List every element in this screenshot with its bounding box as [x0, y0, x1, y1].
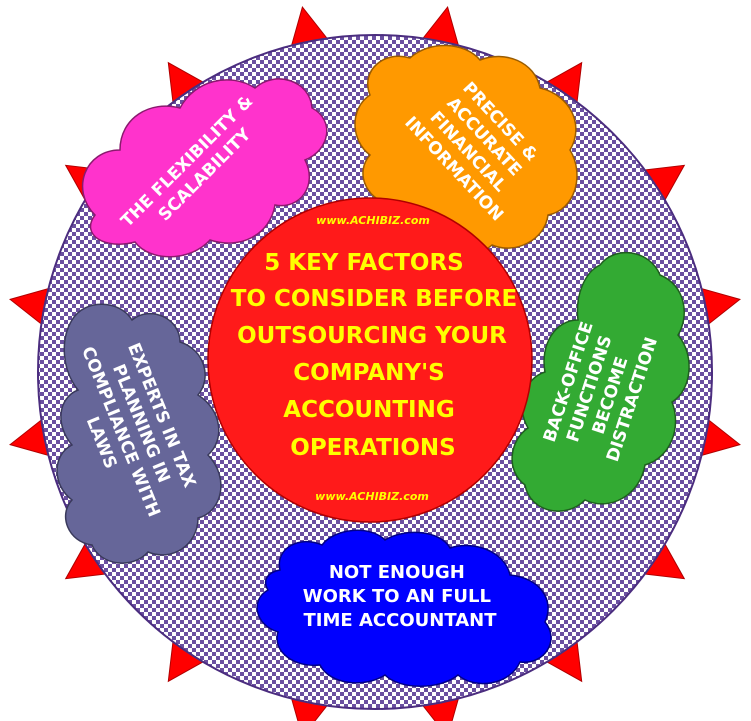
cloud-experts-tax: EXPERTS IN TAX PLANNING IN COMPLIANCE WI…	[56, 303, 222, 564]
factor-text-not-enough-work: NOT ENOUGH WORK TO AN FULL TIME ACCOUNTA…	[303, 562, 497, 631]
cloud-shape-experts-tax	[56, 303, 222, 564]
cloud-back-office: BACK-OFFICE FUNCTIONS BECOME DISTRACTION	[511, 251, 690, 512]
cloud-not-enough-work: NOT ENOUGH WORK TO AN FULL TIME ACCOUNTA…	[256, 529, 552, 687]
watermark-bottom: www.ACHIBIZ.com	[315, 490, 429, 503]
cloud-shape-back-office	[511, 251, 690, 512]
cloud-shape-flexibility	[81, 78, 328, 258]
watermark-top: www.ACHIBIZ.com	[316, 214, 430, 227]
center-title: 5 KEY FACTORS TO CONSIDER BEFORE OUTSOUR…	[231, 250, 526, 461]
cloud-shape-not-enough-work	[256, 529, 552, 687]
cloud-flexibility: THE FLEXIBILITY & SCALABILITY	[81, 78, 328, 258]
center-disc	[207, 197, 533, 523]
